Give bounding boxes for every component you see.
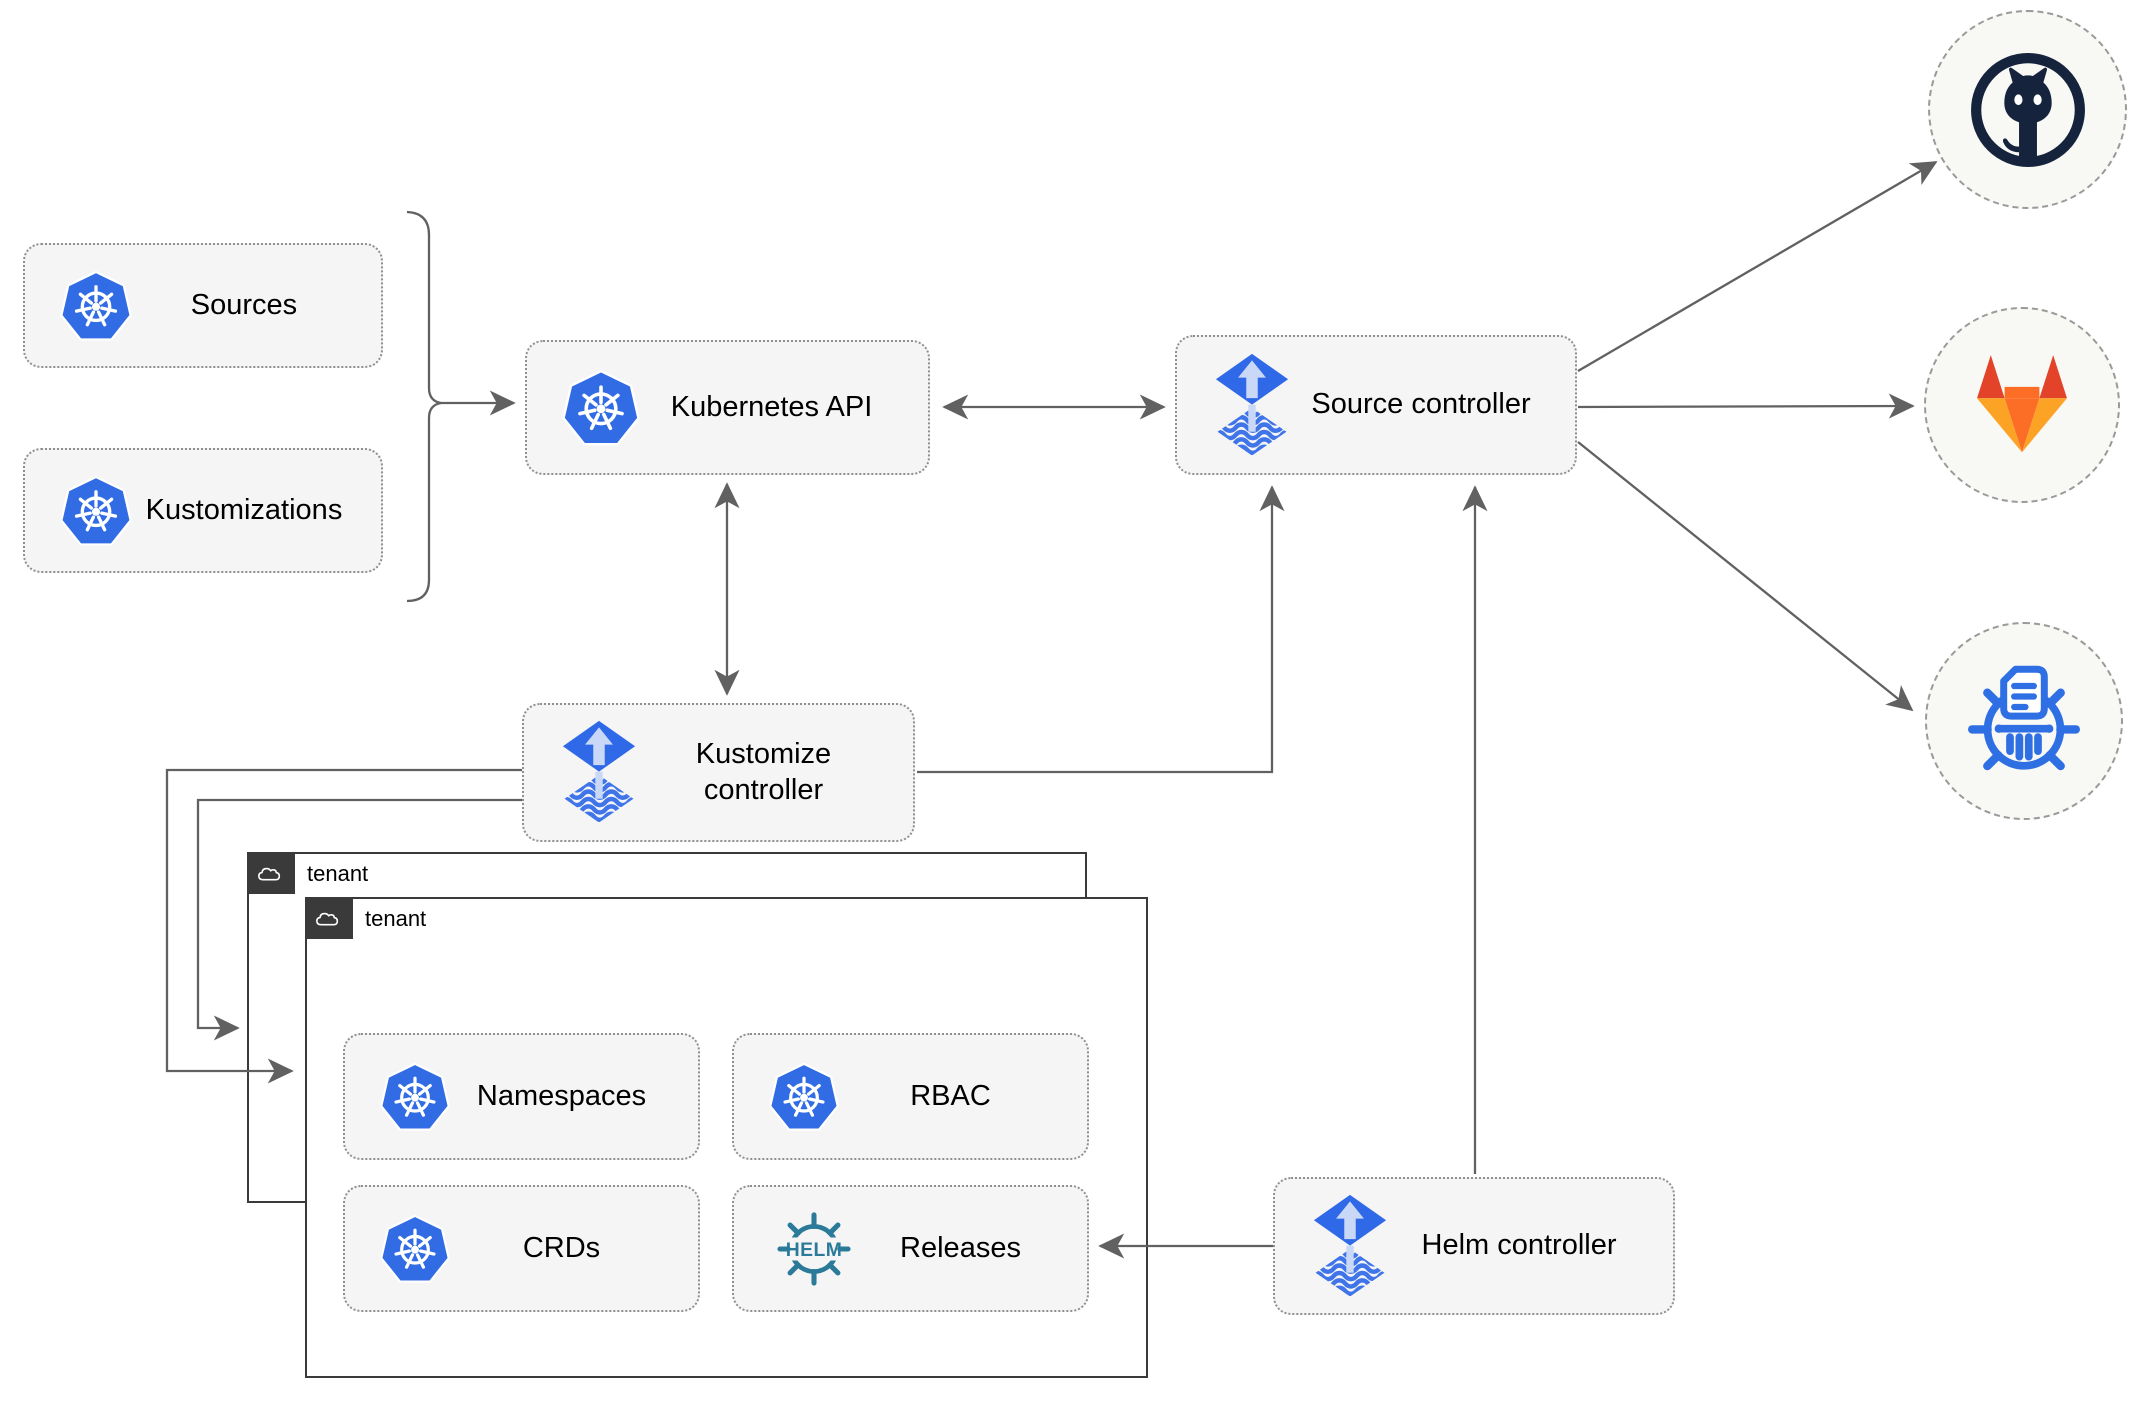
cloud-icon [305,897,353,939]
external-chartmuseum [1925,622,2123,820]
node-label: Source controller [1311,388,1531,421]
edge-kustomizectrl-sourcectrl [917,485,1285,774]
node-label: Namespaces [476,1079,647,1112]
node-namespaces: Namespaces [343,1033,700,1160]
node-label: Kustomize controller [695,738,832,806]
kubernetes-icon [561,368,641,448]
node-label: RBAC [910,1079,991,1112]
edge-brace-sources-group [406,210,442,603]
github-icon [1970,52,2085,167]
node-releases: Releases [732,1185,1089,1312]
flux-icon [1211,352,1293,459]
node-rbac: RBAC [732,1033,1089,1160]
node-label: Kustomizations [145,493,343,526]
node-crds: CRDs [343,1185,700,1312]
gitlab-icon [1977,354,2067,452]
node-helm-controller: Helm controller [1273,1177,1675,1315]
flux-icon [558,719,640,826]
kubernetes-icon [59,269,133,343]
node-kustomize-controller: Kustomize controller [522,703,915,842]
node-kubernetes-api: Kubernetes API [525,340,930,475]
node-label: Releases [900,1231,1021,1264]
flux-icon [1309,1193,1391,1300]
external-github [1928,10,2127,209]
edge-sourcectrl-gitlab [1577,393,1915,419]
node-label: CRDs [522,1231,601,1264]
kubernetes-icon [59,474,133,548]
node-source-controller: Source controller [1175,335,1577,475]
helm-icon [768,1203,860,1295]
external-gitlab [1924,307,2120,503]
tenant-label: tenant [365,906,427,931]
chartmuseum-icon [1968,665,2080,771]
node-label: Helm controller [1421,1229,1617,1262]
kubernetes-icon [768,1061,840,1133]
node-label: Kubernetes API [670,390,873,423]
cloud-icon [247,852,295,894]
node-kustomizations: Kustomizations [23,448,383,573]
edge-sourcectrl-chartmuseum [1577,441,1914,712]
node-label: Sources [190,288,298,321]
node-sources: Sources [23,243,383,368]
kubernetes-icon [379,1061,451,1133]
tenant-label: tenant [307,861,369,886]
edge-sourcectrl-github [1577,161,1938,372]
kubernetes-icon [379,1213,451,1285]
